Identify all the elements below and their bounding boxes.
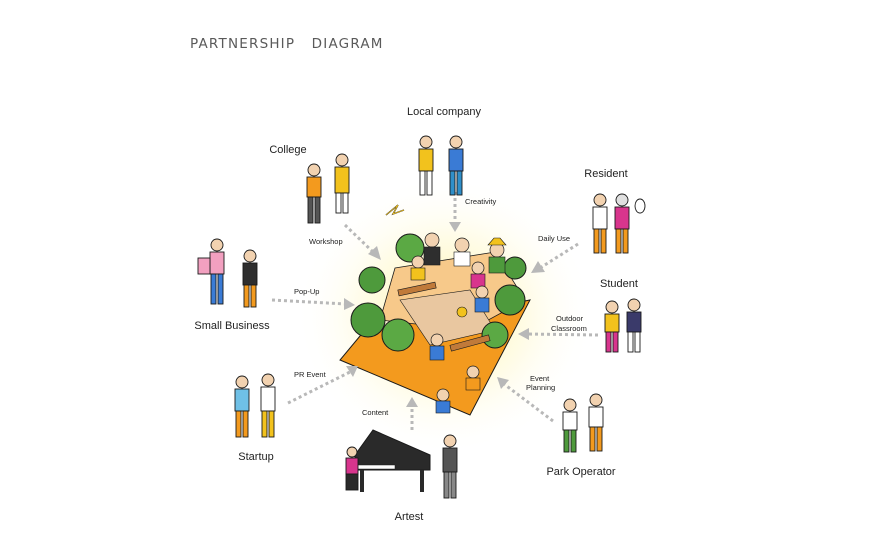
flow-label-planning: Planning	[526, 383, 555, 392]
person-icon	[260, 373, 276, 438]
flow-label-content: Content	[362, 408, 389, 417]
node-student: Student Outdoor Classroom	[551, 278, 642, 353]
node-resident: Resident Daily Use	[538, 168, 646, 254]
person-icon	[306, 163, 322, 224]
node-label-park-operator: Park Operator	[546, 466, 615, 478]
node-small-business: Small Business Pop-Up	[194, 238, 319, 332]
tree-icon	[494, 284, 526, 316]
tree-icon	[381, 318, 415, 352]
person-icon	[588, 393, 604, 452]
tree-icon	[350, 302, 386, 338]
park-illustration	[295, 175, 595, 455]
person-icon	[234, 375, 250, 438]
node-park-operator: Park Operator Event Planning	[526, 374, 616, 478]
flow-arrows	[271, 192, 599, 430]
tree-icon	[503, 256, 527, 280]
node-artest: Artest Content	[345, 408, 458, 523]
node-label-small-business: Small Business	[194, 320, 270, 332]
person-icon	[562, 398, 578, 453]
flow-label-creativity: Creativity	[465, 197, 497, 206]
tree-icon	[358, 266, 386, 294]
person-icon	[604, 300, 620, 353]
tennis-racket-icon	[634, 198, 646, 214]
person-icon	[418, 135, 434, 196]
person-icon	[242, 249, 258, 308]
person-icon	[448, 135, 464, 196]
person-icon	[626, 298, 642, 353]
node-startup: Startup PR Event	[234, 370, 327, 463]
person-icon	[197, 238, 225, 305]
page-title: PARTNERSHIP DIAGRAM	[190, 36, 384, 52]
flow-label-daily-use: Daily Use	[538, 234, 570, 243]
node-local-company: Local company Creativity	[407, 106, 497, 206]
node-label-startup: Startup	[238, 451, 273, 463]
flow-label-event: Event	[530, 374, 550, 383]
flow-label-workshop: Workshop	[309, 237, 343, 246]
tree-icon	[481, 321, 509, 349]
person-icon	[614, 193, 646, 254]
node-label-resident: Resident	[584, 168, 627, 180]
person-icon	[592, 193, 608, 254]
flow-label-pop-up: Pop-Up	[294, 287, 319, 296]
node-label-local-company: Local company	[407, 106, 481, 118]
node-college: College Workshop	[269, 144, 350, 246]
node-label-college: College	[269, 144, 306, 156]
flow-label-pr-event: PR Event	[294, 370, 327, 379]
person-icon	[442, 434, 458, 499]
person-icon	[345, 446, 359, 491]
node-label-student: Student	[600, 278, 638, 290]
person-icon	[334, 153, 350, 214]
flow-label-outdoor: Outdoor	[556, 314, 584, 323]
flow-label-classroom: Classroom	[551, 324, 587, 333]
node-label-artest: Artest	[395, 511, 424, 523]
